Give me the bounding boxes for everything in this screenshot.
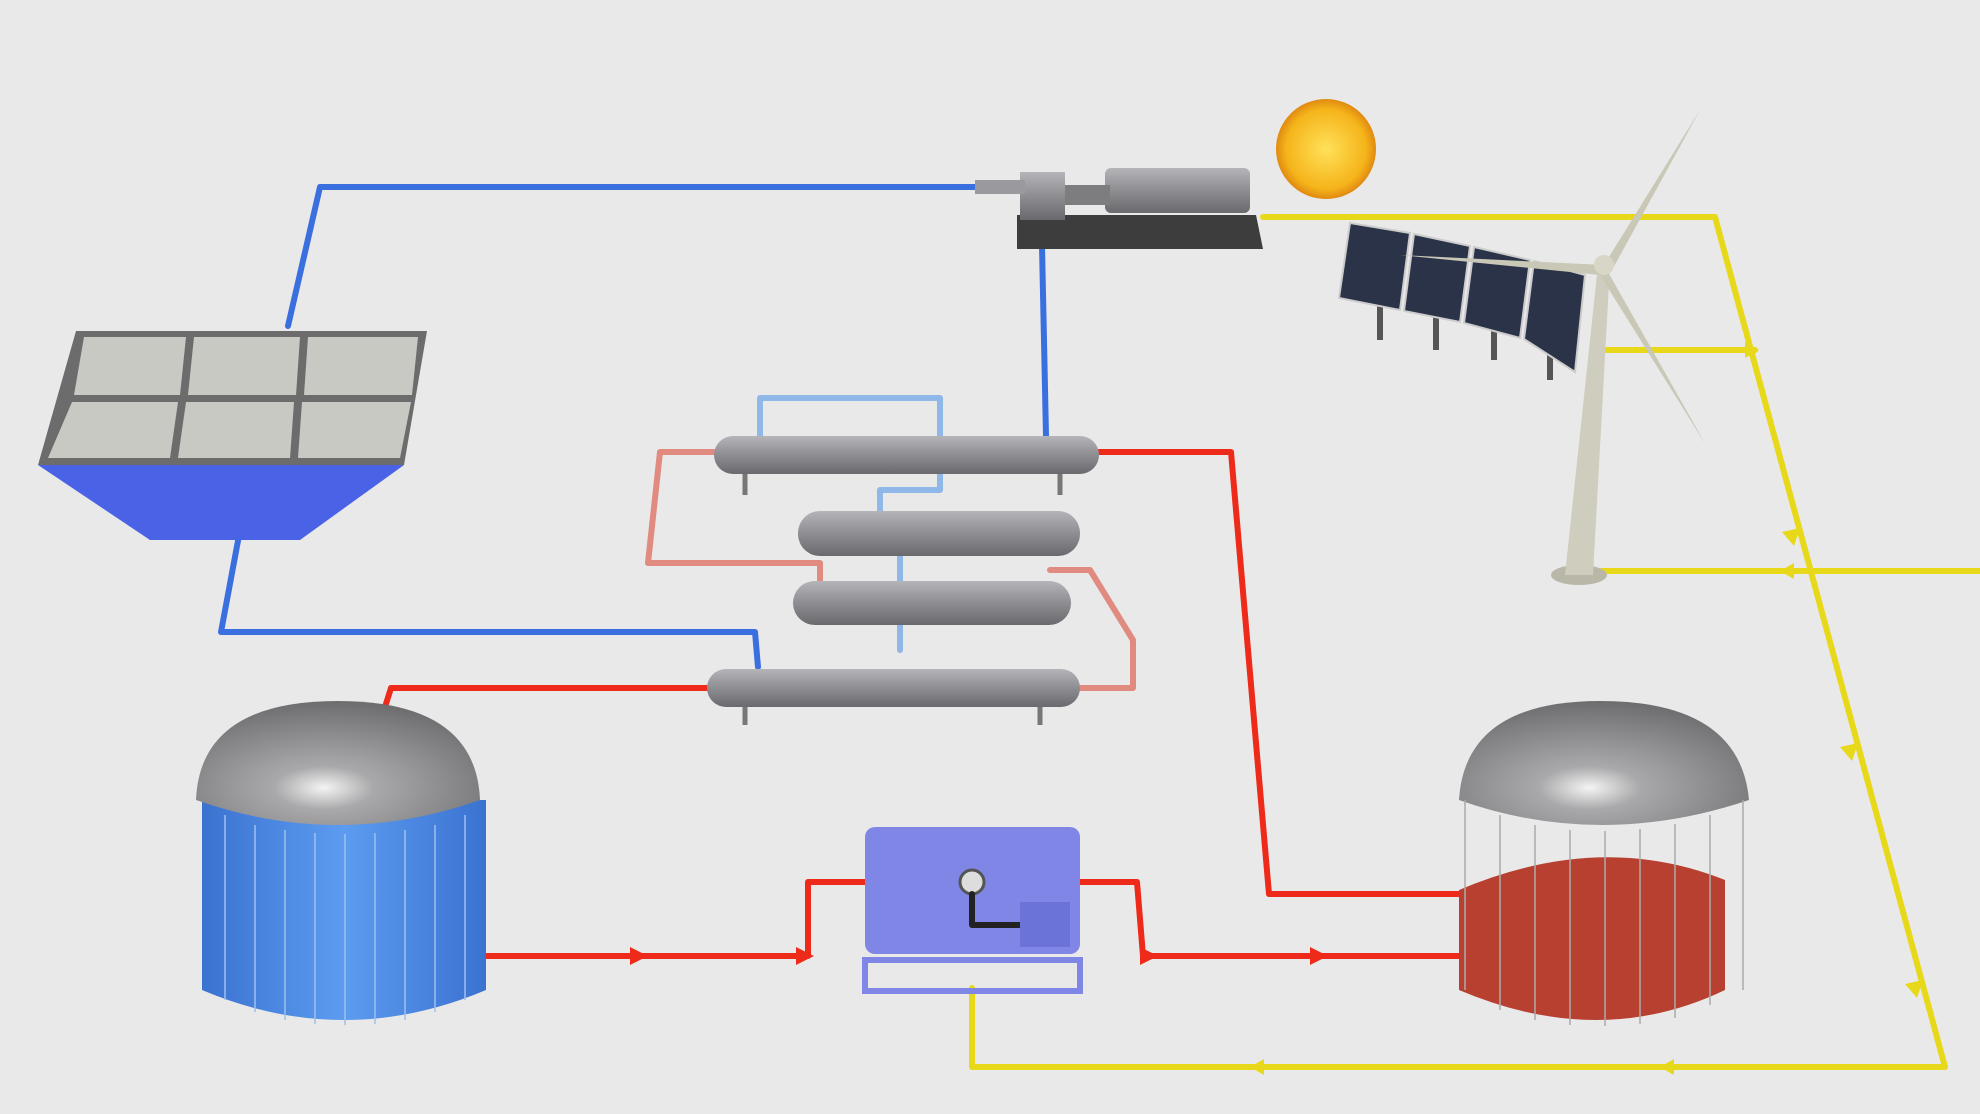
pump-base (1017, 215, 1263, 249)
heat-exchanger-vessel (707, 669, 1080, 707)
unit-stand (862, 957, 1083, 994)
blue-storage-tank (196, 701, 486, 1025)
turbine-hub (1594, 255, 1614, 275)
solar-panel (1462, 245, 1532, 340)
unit-pipe (969, 891, 1023, 928)
tank-wall (202, 800, 486, 1020)
hot-pipe-left (382, 685, 710, 710)
tank-dome (1459, 701, 1749, 825)
hot-pipes (382, 449, 1468, 965)
heat-exchanger-vessel (798, 511, 1080, 556)
pump-head (1020, 172, 1065, 220)
power-line-main (969, 214, 1948, 1070)
turbine-tower (1565, 265, 1610, 575)
pump-assembly (975, 168, 1263, 249)
pump-motor (1105, 168, 1250, 213)
hot-pipe-box-to-tank (1077, 879, 1468, 959)
hot-pipe-right (1096, 449, 1468, 897)
central-pump-unit (862, 827, 1083, 994)
tank-ribs (224, 815, 466, 1025)
turbine-blade (1598, 265, 1706, 445)
solar-panel (1337, 221, 1412, 312)
solar-panels (1337, 221, 1587, 380)
warm-pipe-right (1047, 567, 1136, 691)
heat-exchanger-vessel (714, 436, 1099, 474)
red-digester-tank (1459, 701, 1749, 1026)
heat-exchanger-vessel (793, 581, 1071, 625)
warm-pipe-left (645, 449, 823, 588)
turbine-blade (1400, 255, 1604, 275)
heat-exchangers (707, 436, 1099, 725)
pressure-gauge-icon (958, 868, 986, 896)
filter-cells (48, 337, 418, 458)
power-lines (969, 214, 1980, 1075)
cold-pipe-bottom (218, 527, 761, 670)
pump-coupling (1065, 185, 1110, 205)
solar-panel (1522, 259, 1587, 374)
tank-ribs (1464, 800, 1744, 1026)
hot-pipe-tank-to-box (483, 879, 868, 959)
solar-panel (1402, 232, 1472, 324)
filter-basin (38, 331, 427, 540)
pump-inlet (975, 180, 1025, 194)
tank-dome (196, 701, 480, 825)
wind-turbine (1400, 110, 1706, 585)
tank-fill (1459, 857, 1725, 1020)
sun-icon (1276, 99, 1376, 199)
filter-basin-body (38, 465, 404, 540)
arrow-icon (630, 947, 1328, 965)
cold-pipe-pump-down (1039, 243, 1049, 439)
unit-control-box (1020, 902, 1070, 947)
cold-pipe-top (285, 184, 983, 329)
turbine-blade (1604, 110, 1700, 270)
